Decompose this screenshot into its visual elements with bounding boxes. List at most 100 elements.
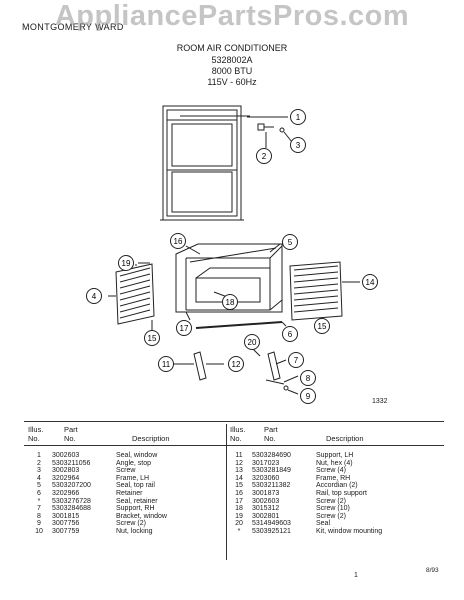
figure-number: 1332 <box>372 398 388 405</box>
capacity-label: 8000 BTU <box>211 66 253 76</box>
part-description: Screw (2) <box>116 520 146 528</box>
part-description: Support, LH <box>316 452 354 459</box>
part-number: 3002603 <box>52 452 80 459</box>
callout-6: 6 <box>282 326 298 342</box>
power-label: 115V - 60Hz <box>207 77 257 87</box>
header-description: Description <box>132 434 170 443</box>
illus-number: 2 <box>37 459 41 467</box>
parts-row: 11 5303284690 Support, LH <box>230 452 426 460</box>
callout-label: 1 <box>296 113 301 122</box>
callout-2: 2 <box>256 148 272 164</box>
callout-20: 20 <box>244 334 260 350</box>
callout-11: 11 <box>158 356 174 372</box>
parts-row: 9 3007756 Screw (2) <box>30 520 226 528</box>
callout-label: 17 <box>180 324 189 333</box>
callout-19: 19 <box>118 255 134 271</box>
callout-label: 4 <box>92 292 97 301</box>
parts-row: 19 3002801 Screw (2) <box>230 513 426 521</box>
part-number: 5303211056 <box>52 459 91 467</box>
part-number: 5303281849 <box>252 467 291 475</box>
window-illustration <box>160 105 250 221</box>
part-number: 3001873 <box>252 489 280 497</box>
callout-14: 14 <box>362 274 378 290</box>
part-number: 3002803 <box>52 467 80 475</box>
angle-stop-illustration <box>257 123 285 133</box>
part-description: Angle, stop <box>116 459 152 467</box>
part-number: 3002603 <box>252 497 280 505</box>
illus-number: 5 <box>37 482 41 490</box>
callout-3: 3 <box>290 137 306 153</box>
callout-label: 18 <box>226 298 235 307</box>
model-number: 5328002A <box>211 55 253 65</box>
part-description: Screw (2) <box>316 497 346 505</box>
illus-number: * <box>237 527 241 535</box>
parts-row: 16 3001873 Rail, top support <box>230 490 426 498</box>
part-number: 5303211382 <box>252 482 291 490</box>
part-number: 3202966 <box>52 489 80 497</box>
illus-number: * <box>37 497 41 505</box>
cabinet-illustration <box>175 243 283 313</box>
part-number: 3001815 <box>52 512 80 520</box>
part-description: Screw <box>116 467 136 475</box>
part-description: Frame, LH <box>116 474 150 482</box>
part-description: Kit, window mounting <box>316 527 383 535</box>
illus-number: 13 <box>235 467 243 475</box>
part-description: Screw (2) <box>316 512 346 520</box>
part-number: 3002801 <box>252 512 280 520</box>
illus-number: 7 <box>37 505 41 513</box>
part-number: 5303284690 <box>252 452 291 459</box>
callout-5: 5 <box>282 234 298 250</box>
callout-12: 12 <box>228 356 244 372</box>
part-number: 3007756 <box>52 520 80 528</box>
illus-number: 18 <box>235 505 243 513</box>
document-title: ROOM AIR CONDITIONER <box>176 43 288 53</box>
part-description: Rail, top support <box>316 489 367 497</box>
illus-number: 19 <box>235 512 243 520</box>
parts-row: 2 5303211056 Angle, stop <box>30 460 226 468</box>
part-number: 3202964 <box>52 474 80 482</box>
illus-number: 4 <box>37 474 41 482</box>
table-column-divider <box>226 424 227 560</box>
left-accordion-illustration <box>115 263 155 325</box>
part-number: 3007759 <box>52 527 80 535</box>
illus-number: 12 <box>235 459 243 467</box>
illus-number: 16 <box>235 489 243 497</box>
callout-1: 1 <box>290 109 306 125</box>
illus-number: 9 <box>37 520 41 528</box>
callout-label: 2 <box>262 152 267 161</box>
callout-label: 3 <box>296 141 301 150</box>
part-description: Seal <box>316 520 331 528</box>
part-number: 3203060 <box>252 474 280 482</box>
table-header-rule <box>24 445 444 446</box>
callout-16: 16 <box>170 233 186 249</box>
part-description: Screw (10) <box>316 505 350 513</box>
callout-label: 9 <box>306 392 311 401</box>
illus-number: 8 <box>37 512 41 520</box>
part-description: Frame, RH <box>316 474 351 482</box>
part-number: 3017023 <box>252 459 280 467</box>
illus-number: 17 <box>235 497 243 505</box>
callout-18: 18 <box>222 294 238 310</box>
callout-label: 15 <box>148 334 157 343</box>
parts-row: 17 3002603 Screw (2) <box>230 498 426 506</box>
callout-label: 14 <box>366 278 375 287</box>
footer-mark: 1 <box>354 572 358 579</box>
callout-label: 19 <box>122 259 131 268</box>
header-illus: Illus.No. <box>28 425 44 443</box>
illus-number: 11 <box>235 452 243 459</box>
